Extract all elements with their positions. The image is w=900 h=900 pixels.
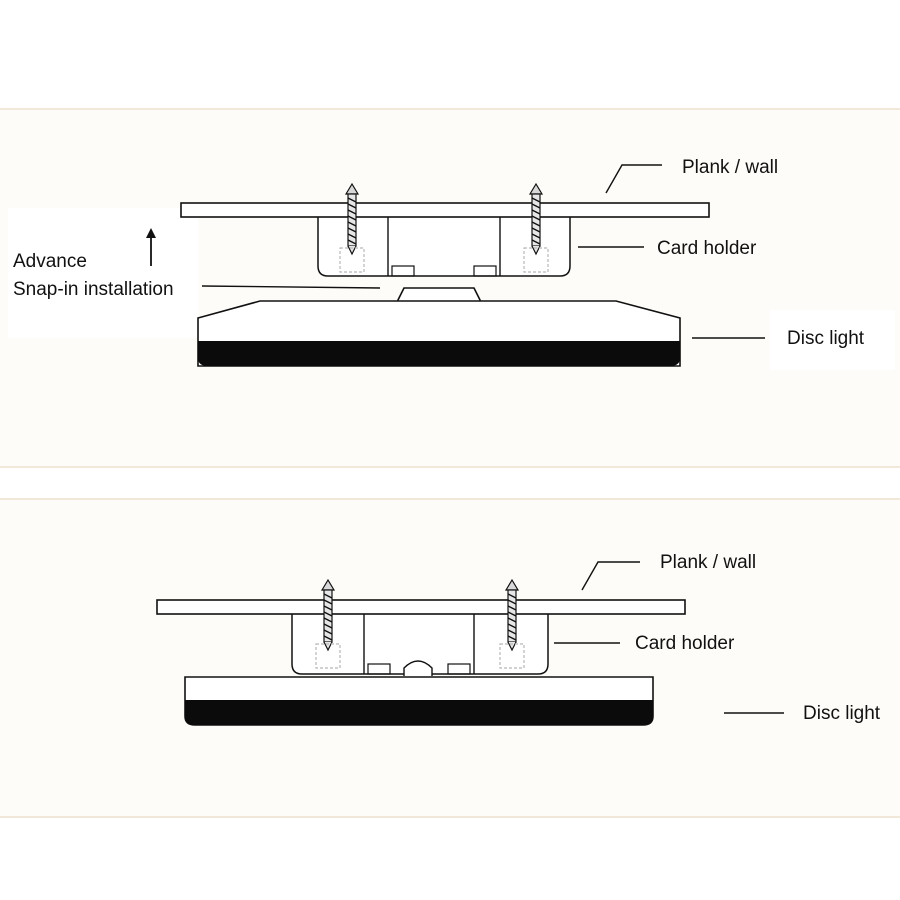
plank-wall: [156, 599, 686, 615]
card-holder: [317, 214, 571, 277]
top-diagram: [146, 164, 765, 367]
disc-light-label: Disc light: [787, 328, 865, 349]
plank-wall: [180, 202, 710, 218]
bottom-diagram: [156, 561, 784, 726]
card-holder-label: Card holder: [657, 238, 757, 259]
label-card: [8, 208, 198, 338]
advance-label: Advance: [13, 251, 87, 272]
plank-wall-label: Plank / wall: [660, 552, 757, 573]
plank-wall-label: Plank / wall: [682, 157, 779, 178]
snap-in-label: Snap-in installation: [13, 279, 174, 300]
arrow-up-icon: [146, 228, 156, 266]
label-card: [770, 310, 895, 370]
card-holder-label: Card holder: [635, 633, 735, 654]
disc-light-label: Disc light: [803, 703, 881, 724]
